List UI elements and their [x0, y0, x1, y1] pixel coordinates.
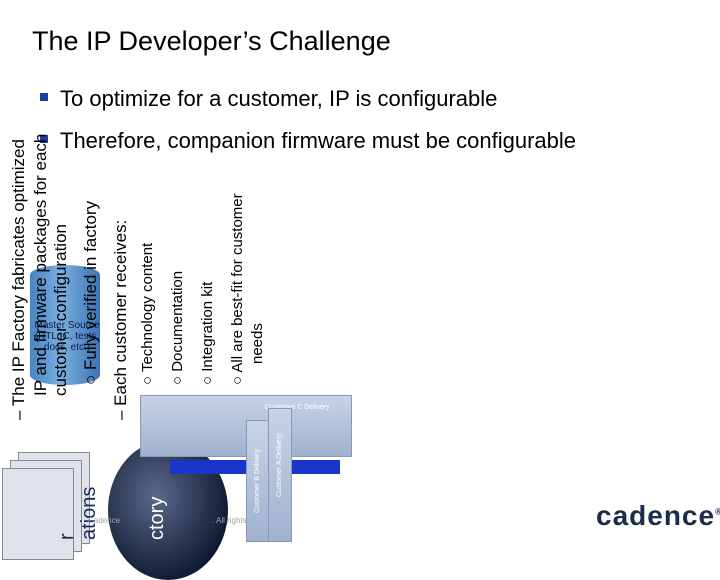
rotated-line-3: customer configuration [51, 224, 70, 396]
cadence-logo-text: cadence [596, 500, 716, 531]
rotated-line-1: – The IP Factory fabricates optimized [9, 139, 28, 420]
configs-label: r ations [56, 487, 100, 540]
cadence-logo-mark: ® [715, 506, 720, 517]
factory-label: ctory [146, 496, 168, 540]
bullet-marker-icon [40, 93, 48, 102]
bullet-2: Therefore, companion firmware must be co… [40, 128, 576, 154]
customer-b-label: Customer B Delivery [254, 448, 261, 513]
rotated-line-9: ○ All are best-fit for customer [229, 193, 246, 385]
footer-rights: . All rights [212, 516, 247, 525]
rotated-line-7: ○ Documentation [169, 270, 186, 385]
configs-label-line2: ations [78, 486, 100, 540]
customer-a-label: Customer A Delivery [276, 433, 283, 497]
master-source-label: Master Source (RTL, C, tests, docs, etc.… [34, 320, 100, 353]
customer-b-panel: Customer B Delivery [246, 420, 270, 542]
rotated-line-2: IP and firmware packages for each [31, 133, 50, 396]
cadence-logo: cadence® [596, 500, 720, 532]
bullet-1: To optimize for a customer, IP is config… [40, 86, 497, 112]
rotated-line-6: ○ Technology content [139, 242, 156, 385]
bullet-marker-icon [40, 135, 48, 144]
rotated-line-5: – Each customer receives: [111, 219, 130, 420]
customer-c-label: Customer C Delivery [265, 404, 330, 411]
master-source-cylinder [30, 265, 100, 385]
rotated-line-8: ○ Integration kit [199, 281, 216, 385]
customer-a-panel: Customer A Delivery [268, 408, 292, 542]
bullet-1-text: To optimize for a customer, IP is config… [60, 86, 498, 111]
rotated-line-4: ○ Fully verified in factory [81, 200, 100, 385]
bullet-2-text: Therefore, companion firmware must be co… [60, 128, 577, 153]
page-title: The IP Developer’s Challenge [32, 26, 391, 56]
configs-label-line1: r [56, 533, 78, 540]
rotated-line-10: needs [249, 323, 266, 364]
footer-copyright: Cadence [88, 516, 121, 525]
